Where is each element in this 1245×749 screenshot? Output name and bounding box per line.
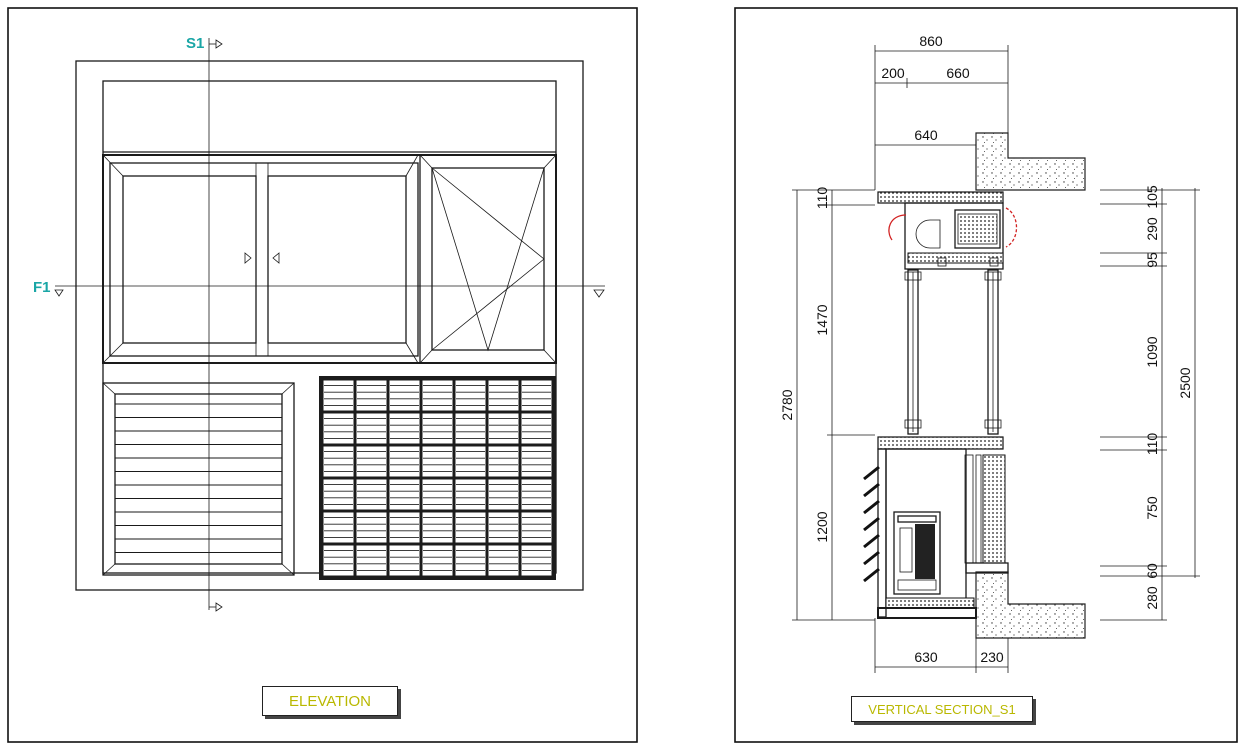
- dim-right-750: 750: [1144, 496, 1160, 520]
- dim-right-95: 95: [1144, 252, 1160, 268]
- dim-left-2780: 2780: [779, 389, 795, 420]
- dim-right-105: 105: [1144, 185, 1160, 209]
- dim-left-1200: 1200: [814, 511, 830, 542]
- dim-left-110: 110: [814, 187, 830, 210]
- dim-right-280: 280: [1144, 586, 1160, 610]
- glazing: [904, 269, 1002, 435]
- dim-right-110: 110: [1144, 433, 1160, 456]
- elevation-title-text: ELEVATION: [289, 692, 371, 710]
- dim-left-1470: 1470: [814, 304, 830, 335]
- grille-panel: [319, 376, 556, 580]
- dim-bottom-230: 230: [980, 649, 1004, 665]
- dim-right-60: 60: [1144, 563, 1160, 579]
- ac-unit-icon: [893, 511, 941, 595]
- elevation-panel-frame: [7, 7, 638, 743]
- section-marker-f1: F1: [33, 279, 51, 296]
- section-drawing: [792, 45, 1200, 673]
- dim-top-660: 660: [946, 65, 970, 81]
- dim-top-200: 200: [881, 65, 905, 81]
- section-title-text: VERTICAL SECTION_S1: [868, 701, 1016, 717]
- section-panel-frame: [734, 7, 1238, 743]
- section-title: VERTICAL SECTION_S1: [851, 696, 1033, 722]
- elevation-drawing: [54, 38, 605, 612]
- dim-top-860: 860: [919, 33, 943, 49]
- dim-right-290: 290: [1144, 217, 1160, 241]
- section-dimension-labels: 860 200 660 640 630 230 110 1470 2780 12…: [779, 33, 1193, 665]
- dim-right-2500: 2500: [1177, 367, 1193, 398]
- section-marker-s1: S1: [186, 35, 204, 52]
- dim-right-1090: 1090: [1144, 336, 1160, 367]
- dim-top-640: 640: [914, 127, 938, 143]
- window-band: [102, 154, 557, 364]
- louvre-panel: [102, 382, 295, 576]
- dim-bottom-630: 630: [914, 649, 938, 665]
- elevation-title: ELEVATION: [262, 686, 398, 716]
